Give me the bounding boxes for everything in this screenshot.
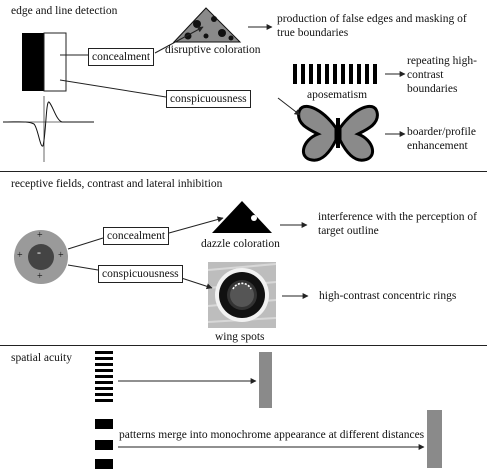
merge-label: patterns merge into monochrome appearanc… — [117, 428, 427, 442]
surround-sign-right: + — [58, 250, 64, 261]
edge-response-curve-icon — [2, 96, 94, 162]
repeating-label: repeating high-contrast boundaries — [407, 55, 477, 95]
section-divider-1 — [0, 171, 487, 172]
gray-bar-near-icon — [259, 352, 272, 408]
surround-sign-bottom: + — [37, 271, 43, 282]
aposematism-stripes-icon — [293, 64, 377, 84]
surround-sign-left: + — [17, 250, 23, 261]
receptive-field-icon — [14, 230, 68, 284]
aposematism-label: aposematism — [307, 89, 368, 101]
section-title-edge: edge and line detection — [11, 5, 118, 17]
fine-stripes-icon — [95, 351, 113, 402]
concealment-label-2: concealment — [103, 227, 170, 245]
wing-spot-image — [207, 262, 277, 328]
concealment-label-1: concealment — [88, 48, 155, 66]
concentric-label: high-contrast concentric rings — [319, 290, 457, 302]
wing-spots-label: wing spots — [215, 331, 265, 343]
conspicuousness-label-2: conspicuousness — [98, 265, 183, 283]
dazzle-label: dazzle coloration — [201, 238, 280, 250]
false-edges-label: production of false edges and masking of… — [277, 13, 467, 39]
gray-bar-far-icon — [427, 410, 442, 468]
conspicuousness-label-1: conspicuousness — [166, 90, 251, 108]
surround-sign-top: + — [37, 230, 43, 241]
disruptive-label: disruptive coloration — [165, 44, 261, 56]
section-title-receptive: receptive fields, contrast and lateral i… — [11, 178, 223, 190]
section-divider-2 — [0, 345, 487, 346]
butterfly-icon — [297, 105, 379, 162]
coarse-stripes-icon — [95, 419, 113, 469]
dazzle-triangle-icon — [212, 201, 272, 233]
edge-stimulus-icon — [22, 32, 67, 92]
boarder-label: boarder/profile enhancement — [407, 126, 476, 152]
interference-label: interference with the perception of targ… — [318, 211, 478, 237]
center-sign: - — [37, 245, 41, 259]
section-title-acuity: spatial acuity — [11, 352, 72, 364]
